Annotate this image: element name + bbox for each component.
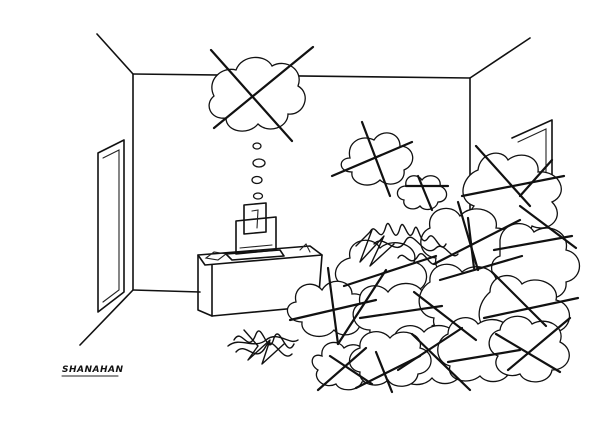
- scribble-marks: [227, 222, 459, 365]
- left-door: [97, 139, 125, 313]
- desk-phone: [299, 243, 311, 253]
- cloud: [396, 175, 448, 211]
- right-ceiling-edge: [469, 37, 531, 79]
- left-wall-edge: [79, 33, 134, 346]
- floor-edge: [132, 289, 201, 293]
- cloud: [348, 331, 432, 387]
- computer-screen: [243, 202, 267, 235]
- desk-top: [197, 245, 323, 266]
- cross-stroke: [209, 48, 294, 143]
- back-ceiling-edge: [132, 73, 471, 79]
- discarded-thought-pile: [286, 120, 581, 394]
- thought-dots: [251, 142, 266, 200]
- computer-keyboard: [225, 249, 285, 261]
- computer: [225, 202, 285, 261]
- cloud: [488, 315, 570, 383]
- scribble: [233, 330, 295, 349]
- crossed-out-thought-cloud: [208, 45, 315, 143]
- cross-stroke: [212, 45, 315, 130]
- artist-signature: SHANAHAN: [62, 365, 124, 375]
- room: [79, 33, 553, 346]
- right-door: [511, 119, 553, 201]
- left-door-frame: [102, 149, 120, 303]
- desk-left-side: [197, 254, 213, 317]
- scribble: [369, 222, 447, 248]
